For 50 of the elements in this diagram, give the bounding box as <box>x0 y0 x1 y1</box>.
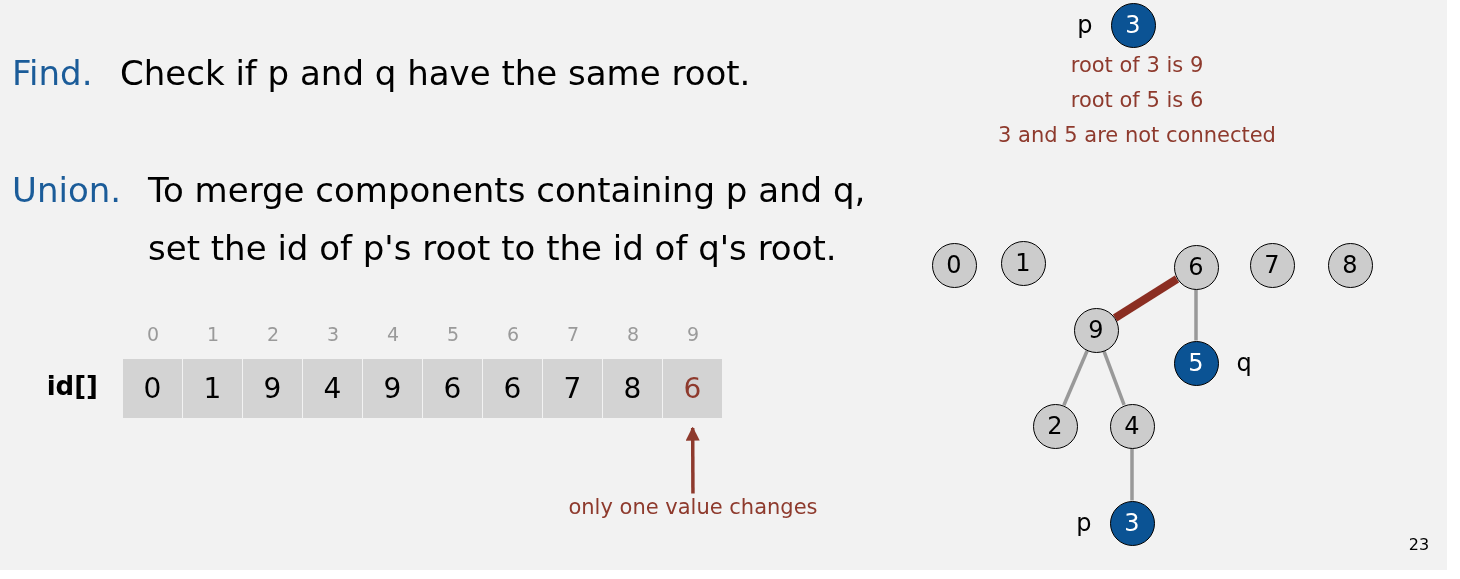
array-cell: 1 <box>183 359 242 418</box>
array-cell: 6 <box>483 359 542 418</box>
variable-label: p <box>1077 11 1093 39</box>
array-index: 5 <box>446 322 460 346</box>
tree-edge <box>1102 350 1126 406</box>
array-cell: 6 <box>423 359 482 418</box>
array-cell: 4 <box>303 359 362 418</box>
array-cell: 7 <box>543 359 602 418</box>
array-index: 2 <box>266 322 280 346</box>
node-circle: 3 <box>1109 500 1155 546</box>
array-cell: 9 <box>243 359 302 418</box>
node-circle: 1 <box>1000 240 1046 286</box>
variable-label: p <box>1076 509 1092 537</box>
node-circle: 2 <box>1032 403 1078 449</box>
node-circle: 9 <box>1073 307 1119 353</box>
tree-edge <box>1112 275 1180 322</box>
node-circle: 5 <box>1173 340 1219 386</box>
tree-edge <box>1130 448 1134 501</box>
array-cell: 6 <box>663 359 722 418</box>
note-text: root of 3 is 9 <box>1070 53 1204 79</box>
array-name: id[] <box>46 371 98 403</box>
node-circle: 6 <box>1173 244 1219 290</box>
note-text: root of 5 is 6 <box>1070 88 1204 114</box>
array-index: 4 <box>386 322 400 346</box>
node-circle: 4 <box>1109 403 1155 449</box>
tree-edge <box>1062 350 1089 406</box>
section-term: Union. <box>12 169 122 211</box>
node-circle: 8 <box>1327 242 1373 288</box>
paragraph-text: To merge components containing p and q, set the id of p's root to the id of q's root. <box>148 169 867 270</box>
array-cell: 9 <box>363 359 422 418</box>
tree-edge <box>1194 289 1198 341</box>
section-term: Find. <box>12 52 93 94</box>
array-cell: 8 <box>603 359 662 418</box>
node-circle: 3 <box>1110 2 1156 48</box>
array-index: 6 <box>506 322 520 346</box>
note-text: only one value changes <box>568 495 818 521</box>
page-number: 23 <box>1408 535 1430 555</box>
array-index: 1 <box>206 322 220 346</box>
node-circle: 7 <box>1249 242 1295 288</box>
array-index: 3 <box>326 322 340 346</box>
arrow <box>685 426 700 494</box>
note-text: 3 and 5 are not connected <box>998 123 1276 149</box>
array-index: 7 <box>566 322 580 346</box>
array-index: 8 <box>626 322 640 346</box>
variable-label: q <box>1236 349 1252 377</box>
array-index: 9 <box>686 322 700 346</box>
node-circle: 0 <box>931 242 977 288</box>
paragraph-text: Check if p and q have the same root. <box>120 52 751 94</box>
array-cell: 0 <box>123 359 182 418</box>
array-index: 0 <box>146 322 160 346</box>
